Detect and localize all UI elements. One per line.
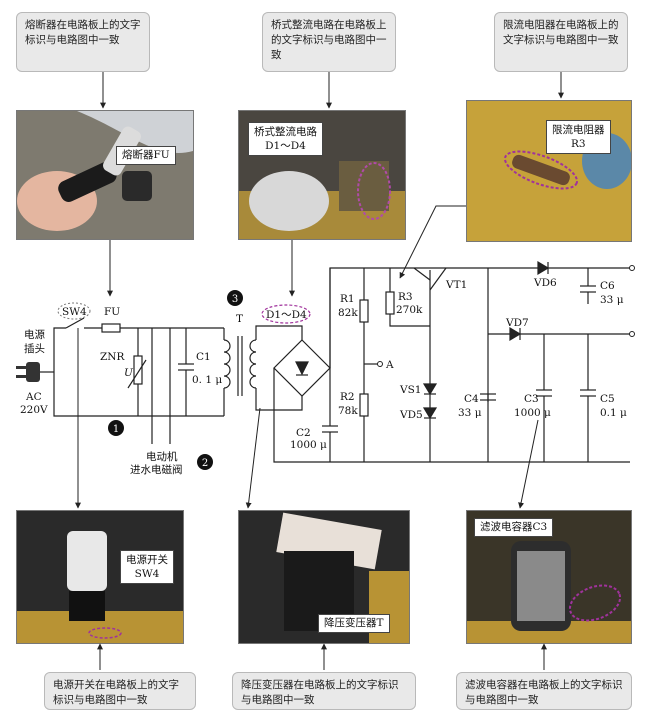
marker-2-icon: 2 xyxy=(197,454,213,470)
c4-value: 33 μ xyxy=(458,407,482,419)
capacitor-callout: 滤波电容器在电路板上的文字标识与电路图中一致 xyxy=(456,672,632,710)
fuse-callout: 熔断器在电路板上的文字标识与电路图中一致 xyxy=(16,12,150,72)
ac-label: AC xyxy=(25,391,42,403)
power-plug-icon xyxy=(16,362,54,382)
transformer-callout-text: 降压变压器在电路板上的文字标识与电路图中一致 xyxy=(241,679,399,706)
bridge-callout: 桥式整流电路在电路板上的文字标识与电路图中一致 xyxy=(262,12,396,72)
vt1-label: VT1 xyxy=(445,279,467,291)
motor-label-1: 电动机 xyxy=(146,450,178,463)
c3-value: 1000 μ xyxy=(514,407,551,419)
output-terminal-1 xyxy=(629,265,635,271)
plug-label-2: 插头 xyxy=(24,342,45,355)
capacitor-photo-arrow xyxy=(518,419,539,509)
fuse-photo-label: 熔断器FU xyxy=(116,146,176,165)
output-terminal-2 xyxy=(629,331,635,337)
r2-label: R2 xyxy=(340,391,355,403)
sw4-label: SW4 xyxy=(62,306,87,318)
resistor-callout-text: 限流电阻器在电路板上的文字标识与电路图中一致 xyxy=(503,19,619,46)
point-a-label: A xyxy=(385,359,394,371)
r1-label: R1 xyxy=(340,293,355,305)
znr-u-label: U xyxy=(124,367,134,379)
c2-label: C2 xyxy=(296,427,311,439)
svg-text:1: 1 xyxy=(113,424,119,435)
bridge-photo-label-line2: D1～D4 xyxy=(265,140,306,152)
motor-label-2: 进水电磁阀 xyxy=(130,463,183,476)
voltage-label: 220V xyxy=(20,404,48,416)
r1-value: 82k xyxy=(338,307,358,319)
resistor-photo-label-line1: 限流电阻器 xyxy=(552,124,605,136)
vd6-label: VD6 xyxy=(533,277,557,289)
switch-photo-label-line2: SW4 xyxy=(134,568,160,580)
c2-value: 1000 μ xyxy=(290,439,327,451)
c4-label: C4 xyxy=(464,393,479,405)
bridge-photo-label: 桥式整流电路 D1～D4 xyxy=(248,122,323,156)
fuse-callout-text: 熔断器在电路板上的文字标识与电路图中一致 xyxy=(25,19,141,46)
plug-label-1: 电源 xyxy=(24,328,45,341)
r3-value: 270k xyxy=(396,304,423,316)
znr-label: ZNR xyxy=(100,351,125,363)
bridge-callout-text: 桥式整流电路在电路板上的文字标识与电路图中一致 xyxy=(271,19,387,61)
c1-label: C1 xyxy=(196,351,211,363)
r3-label: R3 xyxy=(398,291,413,303)
resistor-callout: 限流电阻器在电路板上的文字标识与电路图中一致 xyxy=(494,12,628,72)
capacitor-callout-text: 滤波电容器在电路板上的文字标识与电路图中一致 xyxy=(465,679,623,706)
c6-label: C6 xyxy=(600,280,615,292)
capacitor-photo-label: 滤波电容器C3 xyxy=(474,518,554,537)
fuse-photo-art xyxy=(17,111,193,239)
point-a-terminal xyxy=(377,361,383,367)
fu-label: FU xyxy=(104,306,120,318)
switch-callout: 电源开关在电路板上的文字标识与电路图中一致 xyxy=(44,672,196,710)
vd7-label: VD7 xyxy=(505,317,529,329)
transformer-photo-label: 降压变压器T xyxy=(318,614,390,633)
transformer-photo-arrow xyxy=(245,407,261,509)
resistor-photo-label-line2: R3 xyxy=(570,138,586,150)
svg-text:2: 2 xyxy=(202,458,208,469)
svg-text:3: 3 xyxy=(232,294,238,305)
c3-label: C3 xyxy=(524,393,539,405)
switch-callout-text: 电源开关在电路板上的文字标识与电路图中一致 xyxy=(53,679,179,706)
marker-3-icon: 3 xyxy=(227,290,243,306)
c1-value: 0. 1 μ xyxy=(192,374,222,386)
c6-value: 33 μ xyxy=(600,294,624,306)
r2-value: 78k xyxy=(338,405,358,417)
d1d4-label: D1～D4 xyxy=(266,309,307,321)
fuse-photo xyxy=(16,110,194,240)
vd5-label: VD5 xyxy=(399,409,423,421)
sw4-highlight xyxy=(57,302,91,320)
transformer-callout: 降压变压器在电路板上的文字标识与电路图中一致 xyxy=(232,672,416,710)
marker-1-icon: 1 xyxy=(108,420,124,436)
t-label: T xyxy=(236,313,243,325)
d1d4-highlight xyxy=(261,304,311,324)
resistor-photo-arrow xyxy=(399,205,466,279)
c5-value: 0.1 μ xyxy=(600,407,627,419)
switch-photo-label: 电源开关 SW4 xyxy=(120,550,174,584)
vs1-label: VS1 xyxy=(399,384,421,396)
switch-photo-label-line1: 电源开关 xyxy=(126,554,168,566)
resistor-photo-label: 限流电阻器 R3 xyxy=(546,120,611,154)
c5-label: C5 xyxy=(600,393,615,405)
bridge-photo-label-line1: 桥式整流电路 xyxy=(254,126,317,138)
